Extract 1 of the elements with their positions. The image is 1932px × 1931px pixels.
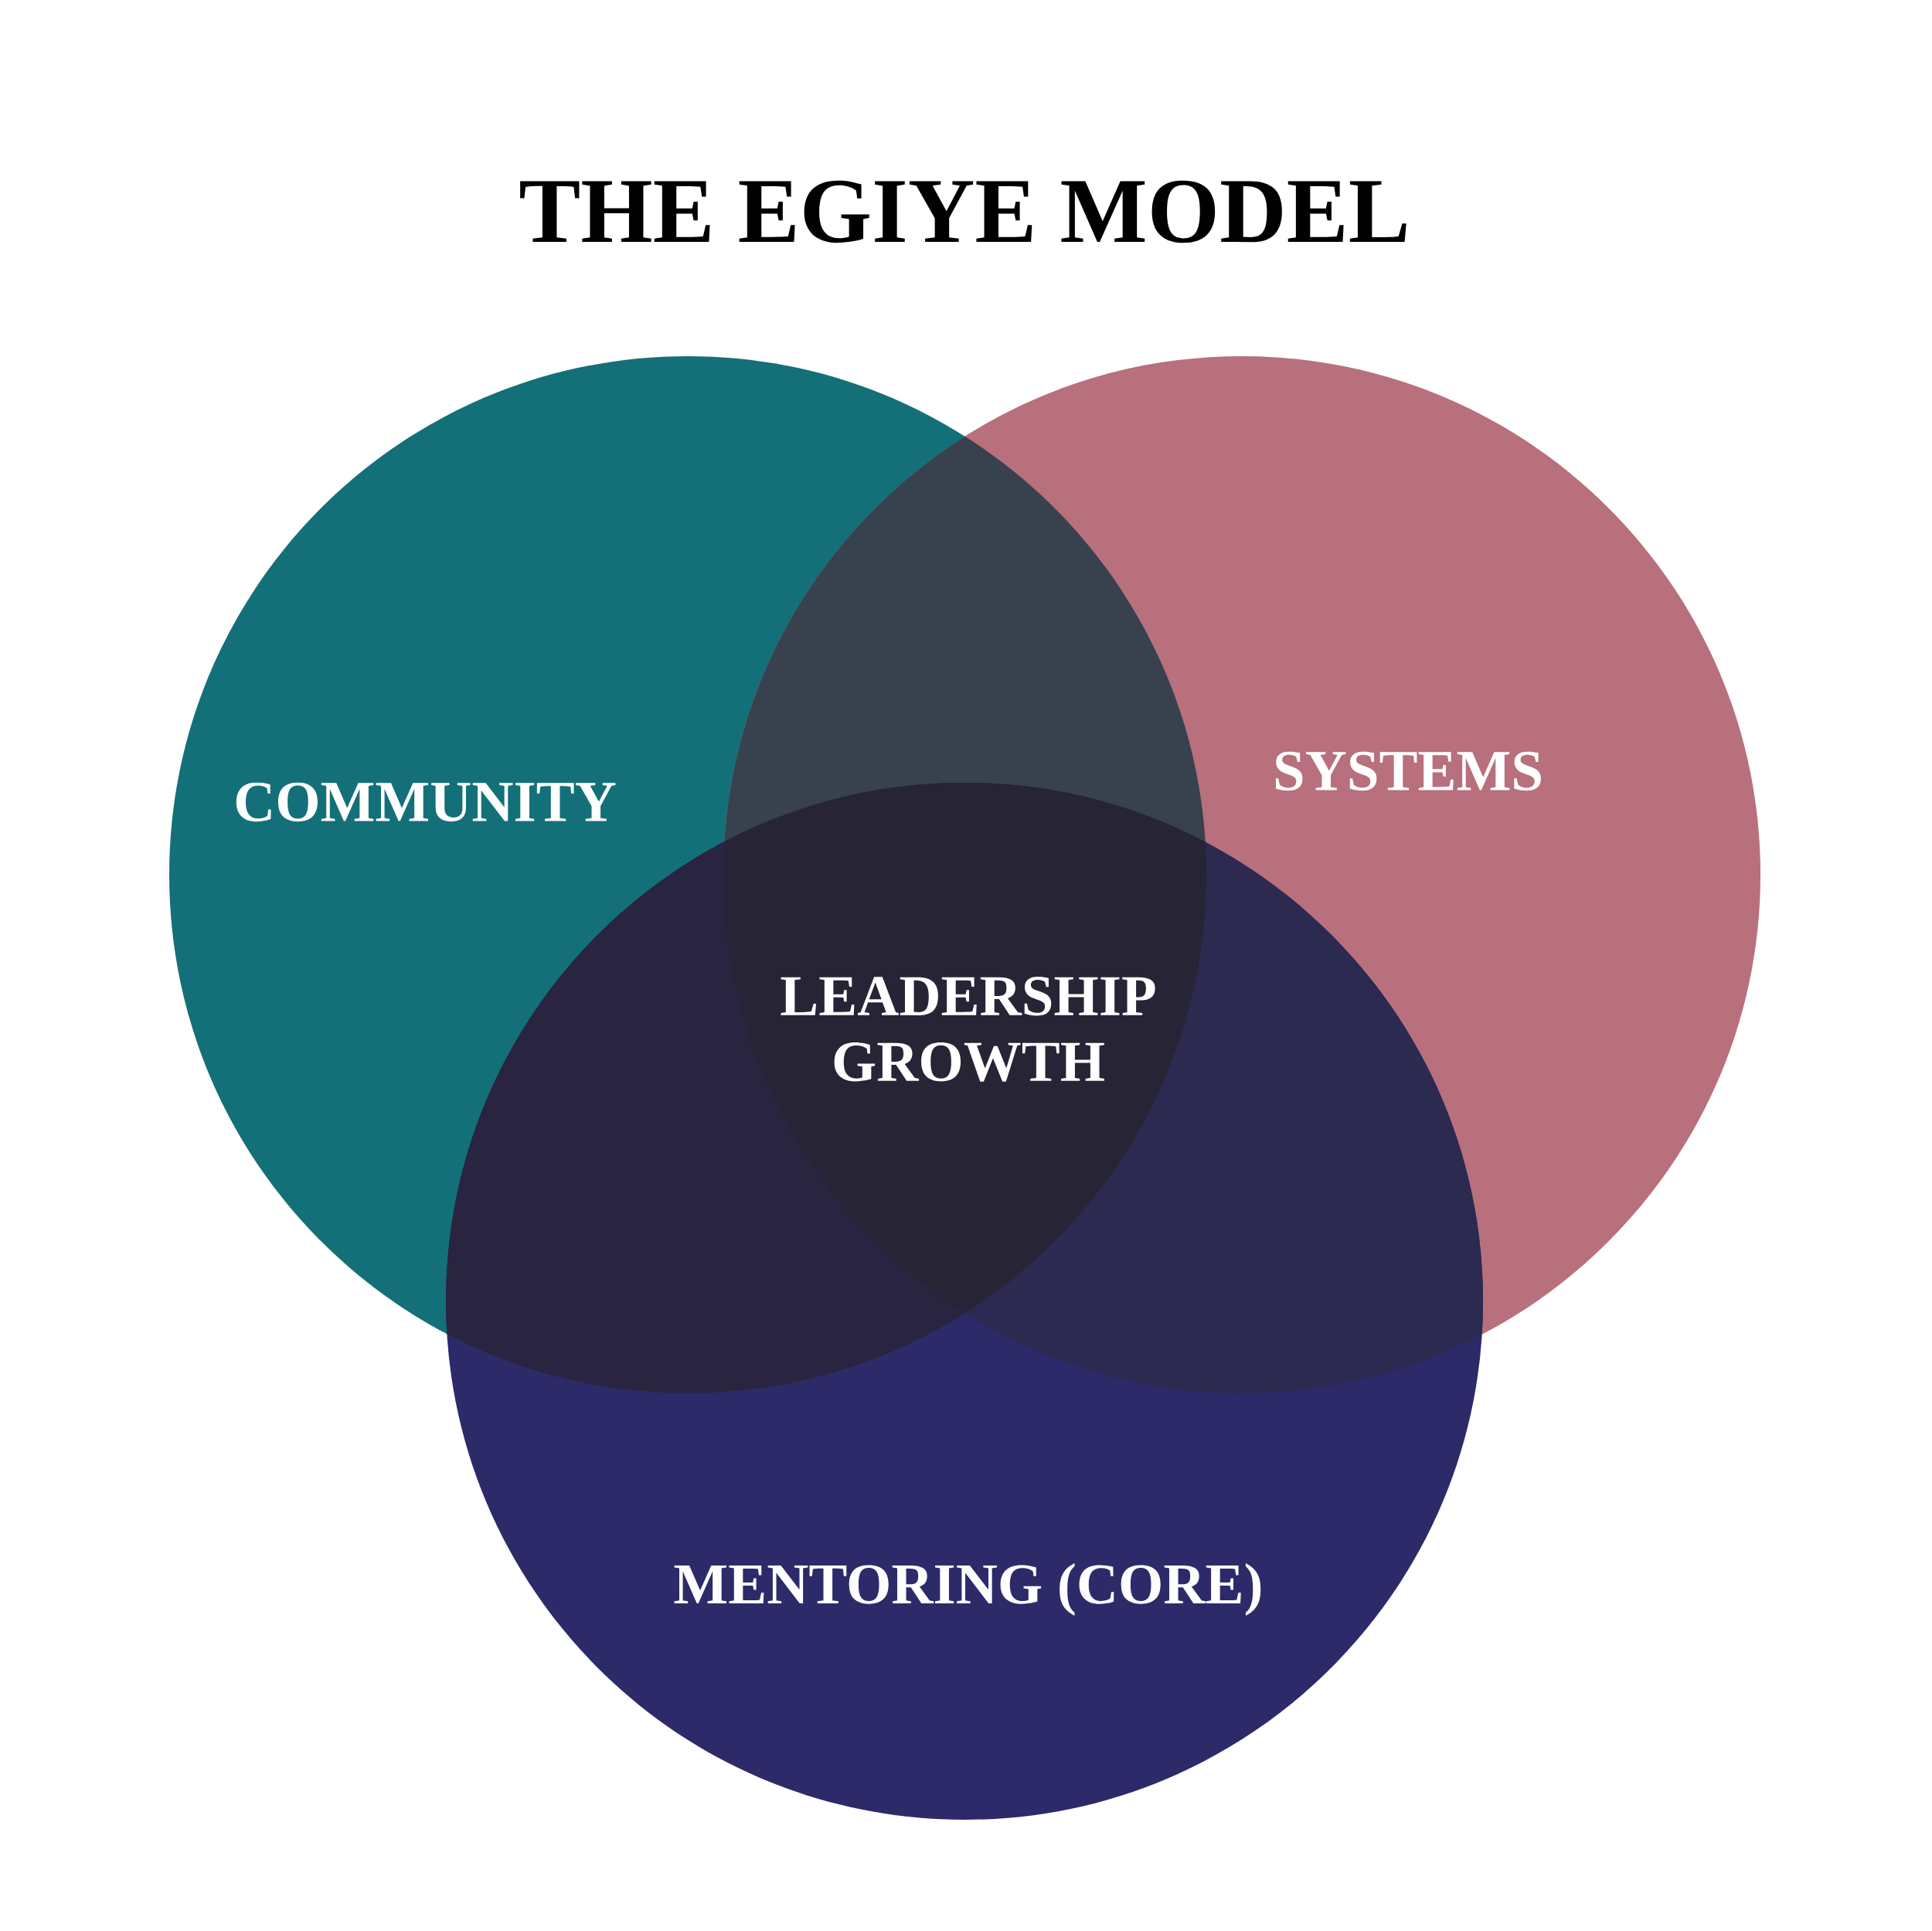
title: THE EGIYE MODEL — [520, 180, 1406, 243]
